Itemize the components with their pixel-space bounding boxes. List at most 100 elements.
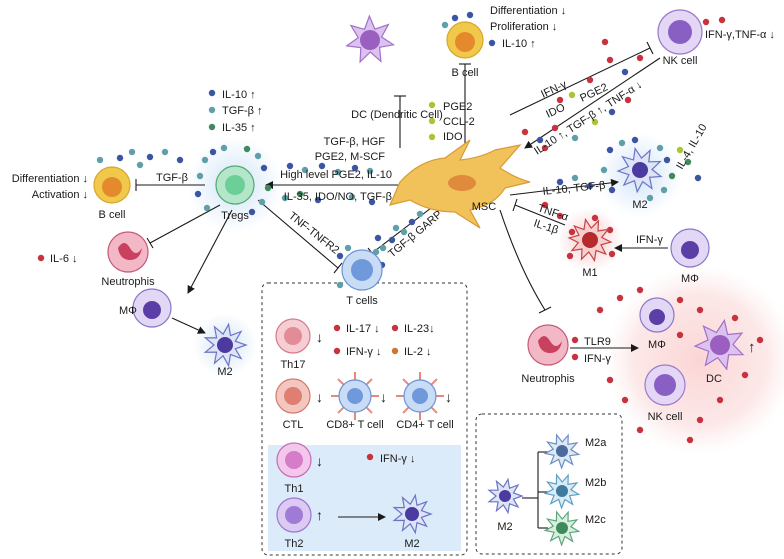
cytokine-dot (716, 396, 724, 404)
receptor (337, 406, 345, 414)
cytokine-dot (116, 154, 124, 162)
cytokine-dot (541, 201, 549, 209)
msc-dc-factor-1: TGF-β, HGF (324, 136, 386, 148)
msc-bcell-factor-1: PGE2 (443, 101, 472, 113)
cytokine-dot (334, 168, 342, 176)
tregs-tgfb-label: TGF-β ↑ (222, 105, 263, 117)
il2-label: IL-2 ↓ (404, 346, 432, 358)
cytokine-dot (408, 218, 416, 226)
msc-bcell-factor-3: IDO (443, 131, 463, 143)
msc-m1-line (514, 204, 566, 226)
cytokine-dot (388, 236, 396, 244)
cytokine-dot (521, 128, 529, 136)
proliferation-top-label: Proliferation ↓ (490, 21, 557, 33)
ctl-label: CTL (283, 419, 304, 431)
ifng-tbox-label: IFN-γ ↓ (346, 346, 381, 358)
cytokine-dot (571, 353, 579, 361)
cytokine-dot (176, 156, 184, 164)
cytokine-dot (428, 117, 436, 125)
m2a-label: M2a (585, 437, 607, 449)
neutrophil-right-cell (527, 324, 569, 366)
dc-label: DC (Dendritic Cell) (351, 109, 443, 121)
cytokine-dot (696, 416, 704, 424)
ifng-th1-label: IFN-γ ↓ (380, 453, 415, 465)
cytokine-dot (208, 106, 216, 114)
cytokine-dot (318, 162, 326, 170)
msc-nk-bar (646, 41, 654, 55)
cytokine-dot (161, 148, 169, 156)
cytokine-dot (668, 172, 676, 180)
mphi-right-cell (670, 228, 710, 268)
cluster-nk-label: NK cell (648, 411, 683, 423)
cytokine-dot (621, 396, 629, 404)
cytokine-dot (718, 16, 726, 24)
receptor (365, 378, 373, 386)
m2-subtypes-box (475, 413, 623, 555)
cytokine-dot (686, 436, 694, 444)
msc-neutro-line (499, 209, 546, 311)
receptor (337, 378, 345, 386)
cd8-label: CD8+ T cell (326, 419, 383, 431)
activation-left-label: Activation ↓ (32, 189, 88, 201)
tlr9-label: TLR9 (584, 336, 611, 348)
neutrophil-left-cell (107, 231, 149, 273)
msc-neutro-bar (538, 306, 552, 314)
cytokine-dot (624, 96, 632, 104)
il17-label: IL-17 ↓ (346, 323, 380, 335)
msc-nk-factor-2: IDO (544, 101, 567, 120)
m1-label: M1 (582, 267, 597, 279)
cytokine-dot (656, 144, 664, 152)
tcells-cell (341, 249, 383, 291)
cytokine-dot (756, 336, 764, 344)
il10-tgfb-m2-label: IL-10, TGF-β (542, 179, 606, 198)
cytokine-dot (568, 228, 576, 236)
cluster-glow (605, 265, 784, 455)
m2-box-cell (392, 493, 433, 535)
tregs-il35-label: IL-35 ↑ (222, 122, 256, 134)
cd4-label: CD4+ T cell (396, 419, 453, 431)
cytokine-dot (571, 336, 579, 344)
msc-m1-bar (512, 198, 518, 212)
cytokine-dot (351, 164, 359, 172)
cytokine-dot (600, 166, 608, 174)
cytokine-dot (741, 371, 749, 379)
cytokine-dot (696, 306, 704, 314)
cytokine-dot (146, 153, 154, 161)
receptor (430, 378, 438, 386)
cytokine-dot (286, 162, 294, 170)
cytokine-dot (606, 226, 614, 234)
m2c-label: M2c (585, 514, 606, 526)
th2-cell (276, 497, 312, 533)
receptor (402, 378, 410, 386)
tregs-tcells-line (257, 199, 339, 269)
cytokine-dot (392, 224, 400, 232)
tregs-tcells-bar (333, 262, 343, 274)
m2b-label: M2b (585, 477, 606, 489)
cytokine-dot (428, 133, 436, 141)
cytokine-dot (333, 347, 341, 355)
cytokine-dot (566, 252, 574, 260)
ifng-m1-label: IFN-γ (636, 234, 663, 246)
mphi-right-label: MΦ (681, 273, 699, 285)
cytokine-dot (571, 174, 579, 182)
cytokine-dot (636, 54, 644, 62)
cytokine-dot (591, 118, 599, 126)
bcell-top-label: B cell (452, 67, 479, 79)
cytokine-dot (608, 186, 616, 194)
m2-left-label: M2 (217, 366, 232, 378)
cytokine-dot (260, 164, 268, 172)
il4-il10-label: IL-4, IL-10 (674, 122, 709, 171)
cytokine-dot (136, 161, 144, 169)
cytokine-dot (208, 123, 216, 131)
cytokine-dot (391, 324, 399, 332)
il10-top-label: IL-10 ↑ (502, 38, 536, 50)
tregs-il10-label: IL-10 ↑ (222, 89, 256, 101)
cluster-dc-label: DC (706, 373, 722, 385)
cytokine-dot (196, 172, 204, 180)
tregs-label: Tregs (221, 210, 249, 222)
cytokine-dots (37, 11, 764, 461)
cytokine-dot (296, 190, 304, 198)
m2-right-cell (616, 146, 663, 194)
cytokine-dot (209, 148, 217, 156)
cytokine-dot (254, 152, 262, 160)
